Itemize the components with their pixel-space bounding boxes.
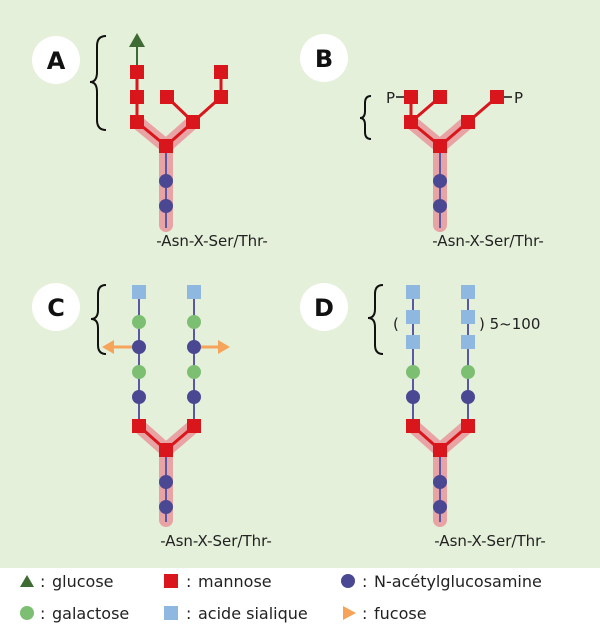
legend-glcnac-label: N-acétylglucosamine	[374, 572, 542, 591]
panel-c-sialic-icons	[132, 285, 201, 299]
panel-c: C	[32, 283, 272, 550]
panel-a-glcnac-icons	[159, 174, 173, 213]
legend-glcnac-colon: :	[362, 572, 367, 591]
legend-glcnac-icon	[341, 574, 355, 588]
legend: : glucose : mannose : N-acétylglucosamin…	[20, 572, 542, 623]
panel-d: D ( ) 5~100	[300, 283, 546, 550]
legend-glcnac: : N-acétylglucosamine	[341, 572, 542, 591]
legend-glucose: : glucose	[20, 572, 114, 591]
legend-mannose-colon: :	[186, 572, 191, 591]
panel-a: A -Asn-X-Ser/T	[32, 33, 268, 250]
panel-d-brace	[367, 284, 384, 355]
panel-a-brace	[89, 35, 107, 131]
panel-c-letter: C	[47, 294, 65, 322]
legend-fucose: : fucose	[343, 604, 427, 623]
panel-d-sequence: -Asn-X-Ser/Thr-	[434, 532, 546, 550]
panel-b-letter: B	[315, 45, 333, 73]
panel-c-fucose-icon-right	[218, 340, 230, 354]
panel-b-mannose-icons	[404, 90, 504, 153]
panel-b-brace	[359, 95, 372, 140]
legend-glucose-label: glucose	[52, 572, 114, 591]
panel-c-glcnac-icons	[132, 340, 201, 514]
panel-b-glcnac-icons	[433, 174, 447, 213]
panel-c-mannose-icons	[132, 419, 201, 457]
legend-sialic: : acide sialique	[164, 604, 308, 623]
panel-c-brace	[90, 284, 107, 355]
panel-d-letter: D	[314, 294, 334, 322]
panel-d-repeat-note: ) 5~100	[479, 315, 540, 333]
panel-c-badge	[32, 283, 80, 331]
legend-mannose: : mannose	[164, 572, 272, 591]
panel-d-mannose-icons	[406, 419, 475, 457]
panel-a-mannose-icons	[130, 65, 228, 153]
panel-c-fucose-icon-left	[102, 340, 114, 354]
panel-d-badge	[300, 283, 348, 331]
panel-b-phospho-right: P	[514, 89, 523, 107]
panel-d-glcnac-icons	[406, 390, 475, 514]
panel-d-sialic-icons	[406, 285, 475, 349]
legend-sialic-icon	[164, 606, 178, 620]
panel-a-badge	[32, 36, 80, 84]
panel-d-galactose-icons	[406, 365, 475, 379]
legend-galactose-colon: :	[40, 604, 45, 623]
legend-galactose: : galactose	[20, 604, 129, 623]
legend-galactose-label: galactose	[52, 604, 129, 623]
legend-fucose-icon	[343, 606, 356, 620]
legend-mannose-label: mannose	[198, 572, 272, 591]
legend-sialic-colon: :	[186, 604, 191, 623]
panel-a-glucose-icon	[129, 33, 145, 47]
panel-c-galactose-icons	[132, 315, 201, 379]
diagram-background	[0, 0, 600, 568]
legend-glucose-icon	[20, 575, 34, 587]
legend-mannose-icon	[164, 574, 178, 588]
legend-fucose-colon: :	[362, 604, 367, 623]
legend-sialic-label: acide sialique	[198, 604, 308, 623]
panel-c-sequence: -Asn-X-Ser/Thr-	[160, 532, 272, 550]
panel-d-paren-open: (	[393, 315, 399, 333]
panel-b-sequence: -Asn-X-Ser/Thr-	[432, 232, 544, 250]
panel-a-letter: A	[47, 47, 66, 75]
legend-galactose-icon	[20, 606, 34, 620]
panel-b: B P P -Asn-X-Ser/Thr-	[300, 34, 544, 250]
panel-a-sequence: -Asn-X-Ser/Thr-	[156, 232, 268, 250]
legend-fucose-label: fucose	[374, 604, 427, 623]
legend-glucose-colon: :	[40, 572, 45, 591]
panel-b-badge	[300, 34, 348, 82]
panel-b-phospho-left: P	[386, 89, 395, 107]
